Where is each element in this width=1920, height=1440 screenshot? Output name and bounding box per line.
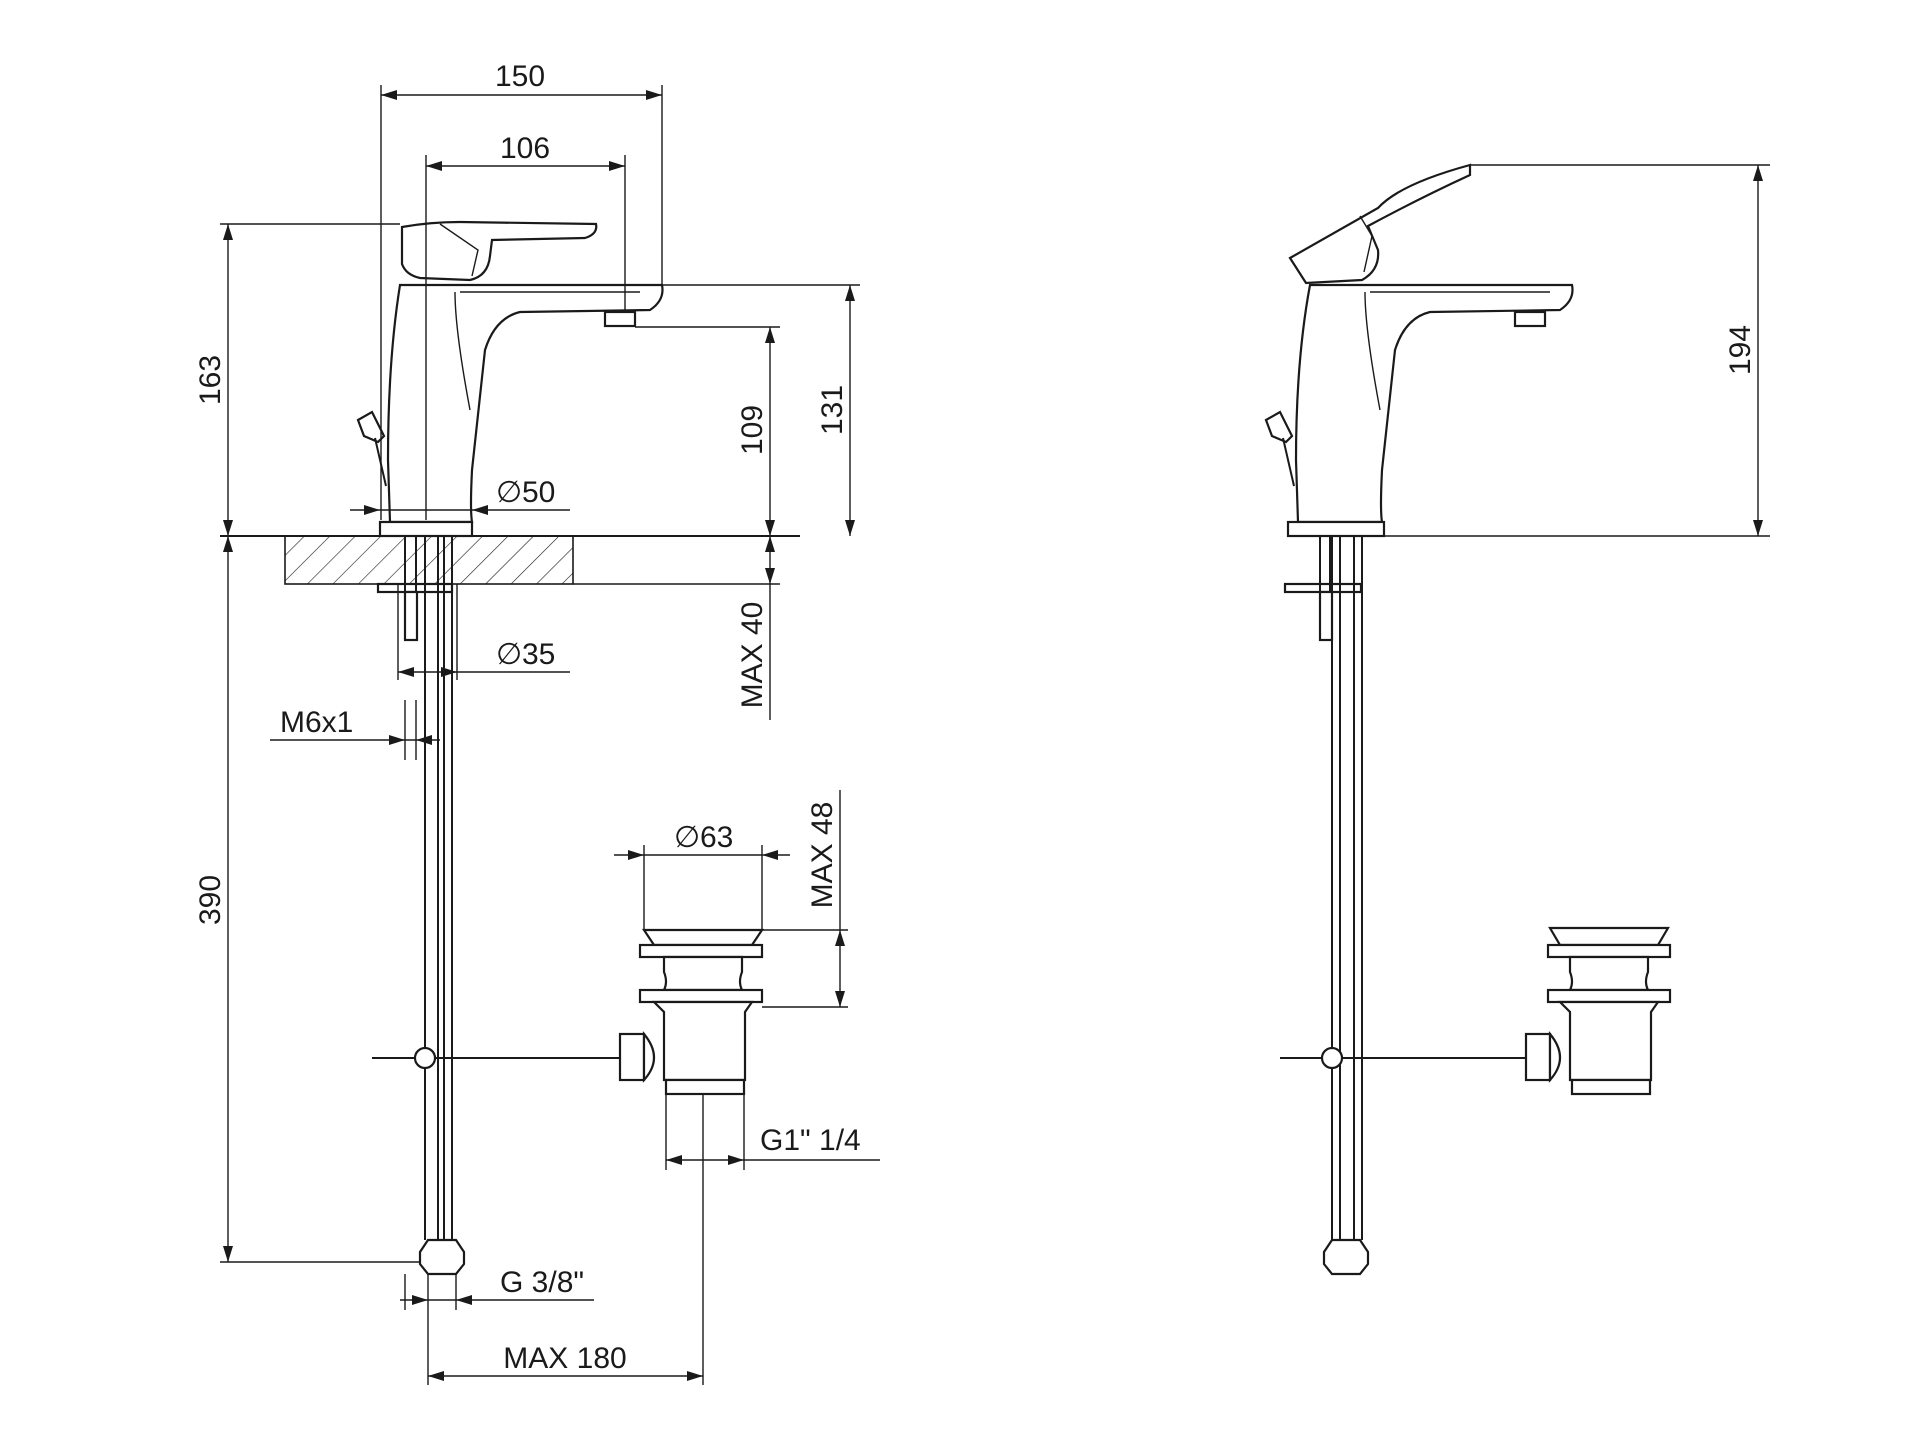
dim-max-40: MAX 40	[736, 602, 769, 709]
dim-390: 390	[194, 875, 227, 925]
diameter-symbol-icon: ∅	[496, 476, 522, 509]
dim-163: 163	[194, 355, 227, 405]
base-ring	[378, 520, 474, 538]
supply-nut	[418, 1238, 466, 1276]
faucet-side-view	[220, 220, 800, 1276]
dim-d50: 50	[522, 476, 555, 509]
waste-assembly-open	[1524, 926, 1672, 1096]
faucet-body-open	[1294, 283, 1574, 524]
dim-194: 194	[1724, 325, 1757, 375]
dim-131: 131	[816, 385, 849, 435]
lever-handle-open	[1288, 163, 1472, 285]
dim-max-180: MAX 180	[503, 1342, 626, 1375]
aerator	[603, 310, 637, 328]
diameter-symbol-icon: ∅	[674, 821, 700, 854]
waste-assembly	[618, 928, 765, 1096]
deck-section	[284, 535, 574, 585]
pivot	[413, 1046, 437, 1070]
diameter-symbol-icon: ∅	[496, 638, 522, 671]
base-ring-open	[1286, 520, 1386, 538]
dim-109: 109	[736, 405, 769, 455]
dimension-lines: 150 106 163 131 109 MAX 40	[194, 60, 880, 1385]
dim-d35: 35	[522, 638, 555, 671]
dim-max-48: MAX 48	[806, 802, 839, 909]
dim-m6x1: M6x1	[280, 706, 353, 739]
dim-d63: 63	[700, 821, 733, 854]
popup-knob	[356, 410, 386, 444]
faucet-body	[386, 283, 664, 524]
dim-150: 150	[495, 60, 545, 93]
dim-g1-1-4: G1" 1/4	[760, 1124, 861, 1157]
dim-g-3-8: G 3/8"	[500, 1266, 584, 1299]
faucet-open-view: 194	[1264, 163, 1770, 1276]
dim-106: 106	[500, 132, 550, 165]
lever-handle	[400, 220, 598, 282]
